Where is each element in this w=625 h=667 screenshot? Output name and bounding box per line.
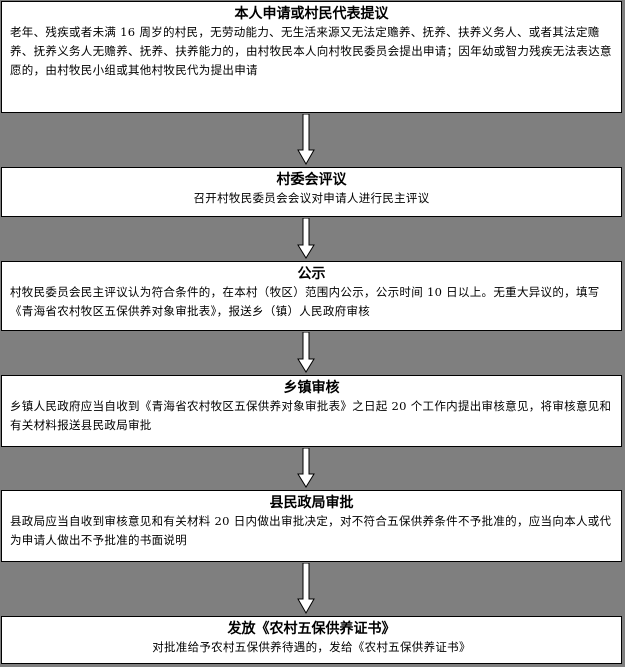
step-publicity-title: 公示 <box>297 266 326 282</box>
step-township-box: 乡镇审核 乡镇人民政府应当自收到《青海省农村牧区五保供养对象审批表》之日起 20… <box>1 375 622 447</box>
step-review-title: 村委会评议 <box>276 172 347 188</box>
step-review-text: 召开村牧民委员会会议对申请人进行民主评议 <box>193 191 430 205</box>
step-publicity-text: 村牧民委员会民主评议认为符合条件的，在本村（牧区）范围内公示，公示时间 10 日… <box>10 285 600 318</box>
arrow-down-icon <box>296 448 316 489</box>
step-apply-title: 本人申请或村民代表提议 <box>234 6 389 22</box>
arrow-down-icon <box>296 218 316 260</box>
step-certificate-box: 发放《农村五保供养证书》 对批准给予农村五保供养待遇的，发给《农村五保供养证书》 <box>1 616 622 664</box>
step-publicity-box: 公示 村牧民委员会民主评议认为符合条件的，在本村（牧区）范围内公示，公示时间 1… <box>1 261 622 331</box>
step-county-title: 县民政局审批 <box>269 495 354 511</box>
arrow-down-icon <box>296 114 316 166</box>
step-county-box: 县民政局审批 县政局应当自收到审核意见和有关材料 20 日内做出审批决定，对不符… <box>1 490 622 562</box>
step-township-text: 乡镇人民政府应当自收到《青海省农村牧区五保供养对象审批表》之日起 20 个工作内… <box>10 399 612 432</box>
step-certificate-title: 发放《农村五保供养证书》 <box>227 621 396 637</box>
step-review-box: 村委会评议 召开村牧民委员会会议对申请人进行民主评议 <box>1 167 622 217</box>
arrow-down-icon <box>296 332 316 374</box>
step-county-text: 县政局应当自收到审核意见和有关材料 20 日内做出审批决定，对不符合五保供养条件… <box>10 514 612 547</box>
step-apply-box: 本人申请或村民代表提议 老年、残疾或者未满 16 周岁的村民，无劳动能力、无生活… <box>1 1 622 113</box>
arrow-down-icon <box>296 563 316 615</box>
step-apply-text: 老年、残疾或者未满 16 周岁的村民，无劳动能力、无生活来源又无法定赡养、抚养、… <box>10 25 612 77</box>
step-township-title: 乡镇审核 <box>283 380 340 396</box>
step-certificate-text: 对批准给予农村五保供养待遇的，发给《农村五保供养证书》 <box>152 640 471 654</box>
